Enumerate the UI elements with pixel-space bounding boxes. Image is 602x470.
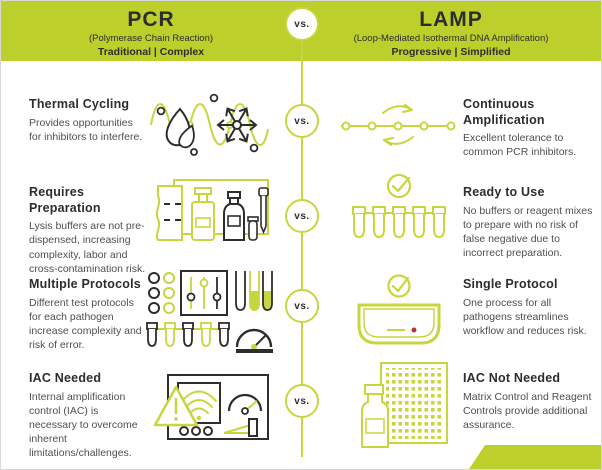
vs-badge-row1: vs. <box>285 104 319 138</box>
vs-badge-row2: vs. <box>285 199 319 233</box>
flame-snowflake-thermal-wave-icon <box>148 87 270 159</box>
feature-description: Provides opportunities for inhibitors to… <box>29 116 143 143</box>
vs-badge-row3: vs. <box>285 289 319 323</box>
lamp-subtitle: (Loop-Mediated Isothermal DNA Amplificat… <box>353 33 549 45</box>
feature-multiple-protocols: Multiple Protocols Different test protoc… <box>29 277 147 352</box>
microplate-reagent-bottle-icon <box>353 359 453 451</box>
vs-badge-header: vs. <box>285 7 319 41</box>
lamp-title: LAMP <box>419 8 483 31</box>
pcr-subtitle: (Polymerase Chain Reaction) <box>88 33 214 45</box>
reagent-bottles-dropper-icon <box>148 172 270 246</box>
vs-badge-row4: vs. <box>285 384 319 418</box>
header-pcr: PCR (Polymerase Chain Reaction) Traditio… <box>1 1 301 61</box>
feature-title: IAC Needed <box>29 371 102 385</box>
bottom-right-accent-band <box>469 445 601 469</box>
feature-title: Ready to Use <box>463 185 545 199</box>
feature-description: Matrix Control and Reagent Controls prov… <box>463 390 592 431</box>
feature-continuous-amplification: Continuous Amplification Excellent toler… <box>463 97 589 160</box>
feature-iac-needed: IAC Needed Internal amplification contro… <box>29 371 147 460</box>
feature-title: IAC Not Needed <box>463 371 561 385</box>
feature-title: Single Protocol <box>463 277 558 291</box>
protocols-sliders-tubes-gauge-icon <box>143 267 273 353</box>
feature-description: Internal amplification control (IAC) is … <box>29 390 138 460</box>
feature-title: Requires Preparation <box>29 185 101 215</box>
pcr-tagline: Traditional | Complex <box>97 46 205 59</box>
feature-ready-to-use: Ready to Use No buffers or reagent mixes… <box>463 185 593 260</box>
feature-description: Lysis buffers are not pre-dispensed, inc… <box>29 220 146 275</box>
checkmark-tube-strip-icon <box>349 171 449 247</box>
continuous-line-cycle-arrows-icon <box>339 93 457 149</box>
feature-single-protocol: Single Protocol One process for all path… <box>463 277 593 338</box>
feature-thermal-cycling: Thermal Cycling Provides opportunities f… <box>29 97 145 144</box>
checkmark-cartridge-icon <box>349 273 449 353</box>
control-panel-warning-icon <box>146 361 272 453</box>
feature-description: Excellent tolerance to common PCR inhibi… <box>463 132 577 159</box>
feature-title: Continuous Amplification <box>463 97 545 127</box>
lamp-tagline: Progressive | Simplified <box>391 46 511 59</box>
header-lamp: LAMP (Loop-Mediated Isothermal DNA Ampli… <box>301 1 601 61</box>
feature-iac-not-needed: IAC Not Needed Matrix Control and Reagen… <box>463 371 595 432</box>
pcr-title: PCR <box>127 8 175 31</box>
feature-description: Different test protocols for each pathog… <box>29 296 142 352</box>
feature-title: Thermal Cycling <box>29 97 130 111</box>
feature-requires-preparation: Requires Preparation Lysis buffers are n… <box>29 185 147 276</box>
center-divider-line <box>301 21 303 457</box>
feature-title: Multiple Protocols <box>29 277 141 291</box>
feature-description: No buffers or reagent mixes to prepare w… <box>463 204 593 260</box>
feature-description: One process for all pathogens streamline… <box>463 296 587 337</box>
